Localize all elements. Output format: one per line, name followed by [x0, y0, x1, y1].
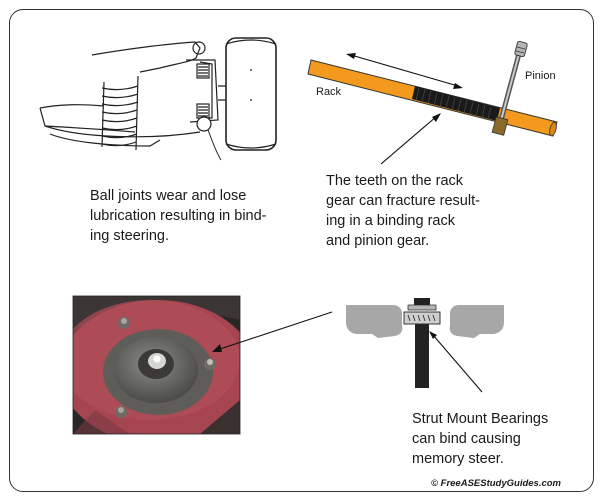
rack-teeth-caption: The teeth on the rack gear can fracture …	[326, 173, 480, 249]
rack-teeth	[412, 86, 500, 121]
rack-and-pinion-illustration	[307, 40, 558, 165]
ball-joint-caption: Ball joints wear and lose lubrication re…	[90, 188, 267, 244]
strut-mount-diagram	[346, 298, 504, 393]
rack-label: Rack	[316, 86, 342, 98]
strut-mount-photo	[73, 296, 240, 434]
copyright-notice: © FreeASEStudyGuides.com	[431, 478, 562, 489]
strut-mount-caption: Strut Mount Bearings can bind causing me…	[412, 411, 549, 467]
ball-joint-illustration	[39, 37, 277, 161]
pinion-label: Pinion	[525, 70, 556, 82]
photo-pointer-arrow	[216, 311, 333, 351]
